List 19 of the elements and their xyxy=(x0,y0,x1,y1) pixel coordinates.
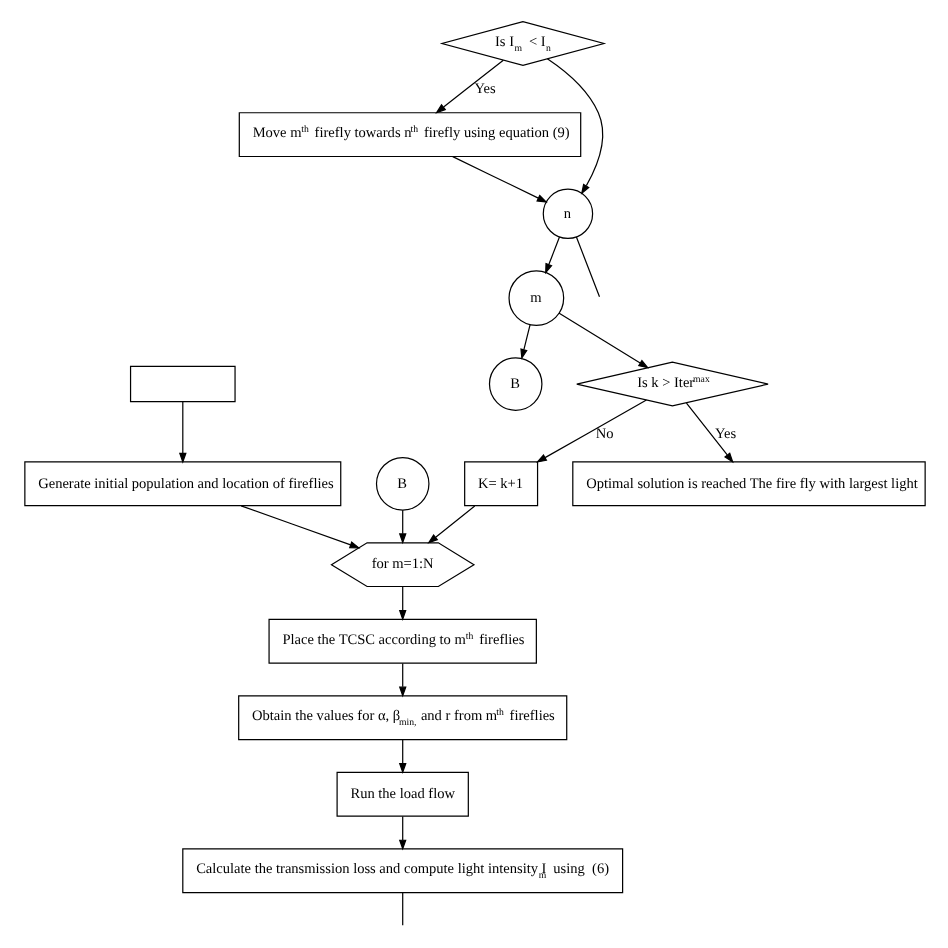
arrow xyxy=(544,236,560,275)
arrow xyxy=(545,58,603,195)
arrow xyxy=(397,509,406,545)
arrow xyxy=(684,402,733,464)
arrow xyxy=(451,156,547,203)
node-box xyxy=(128,365,235,403)
arrow xyxy=(397,586,406,621)
arrow xyxy=(557,312,649,369)
arrow xyxy=(397,662,406,698)
arrow xyxy=(397,739,406,775)
connector xyxy=(401,892,403,926)
connector xyxy=(574,236,600,298)
arrow xyxy=(177,401,186,464)
arrow xyxy=(434,59,503,114)
arrow xyxy=(426,505,475,544)
arrow xyxy=(534,399,647,463)
arrow xyxy=(239,505,360,549)
arrow xyxy=(397,815,406,851)
arrow xyxy=(519,324,530,360)
